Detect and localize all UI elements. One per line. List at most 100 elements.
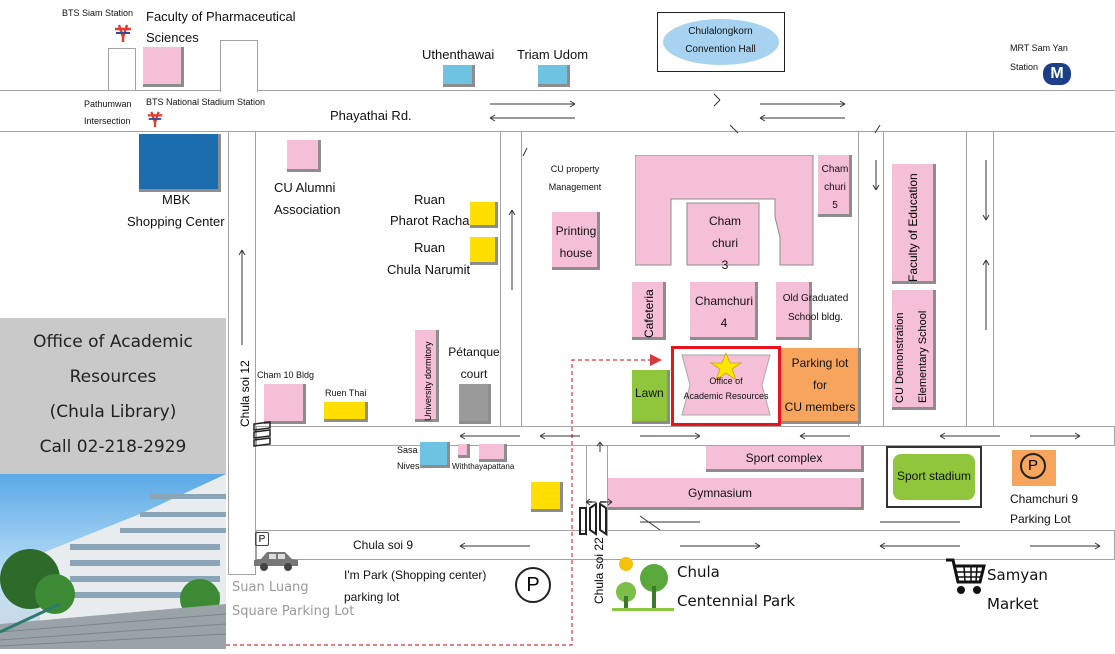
lawn-label: Lawn bbox=[635, 386, 664, 400]
centennial-label-2: Centennial Park bbox=[677, 592, 796, 610]
bts-national-stadium-icon bbox=[146, 110, 164, 128]
cafeteria-label: Cafeteria bbox=[642, 289, 656, 338]
chamchuri3-label-1: Cham bbox=[708, 214, 741, 228]
ruen-thai-building bbox=[324, 402, 368, 422]
im-park-label-1: I'm Park (Shopping center) bbox=[344, 568, 487, 582]
alumni-building bbox=[287, 140, 321, 172]
chamchuri3-label-2: churi bbox=[711, 236, 738, 250]
printing-house-building bbox=[552, 212, 600, 270]
chamchuri-4-building bbox=[690, 282, 758, 340]
chamchuri4-label-2: 4 bbox=[720, 316, 728, 330]
mbk-label-1: MBK bbox=[162, 192, 191, 207]
pharm-label-2: Sciences bbox=[146, 30, 199, 45]
road-segment bbox=[256, 426, 1115, 446]
chula-soi-9-label: Chula soi 9 bbox=[353, 538, 414, 552]
withthayapattana-label: Withthayapattana bbox=[452, 462, 515, 471]
parking-cu-label-2: for bbox=[812, 378, 827, 392]
info-line-1: Office of Academic bbox=[33, 332, 193, 352]
sasa-nives-building bbox=[420, 442, 450, 468]
ruan-narumit-building bbox=[470, 237, 498, 265]
office-label-1: Office of bbox=[709, 376, 743, 386]
chula-soi-12-label: Chula soi 12 bbox=[238, 360, 252, 427]
parking-cu-label-3: CU members bbox=[784, 400, 856, 414]
uthenthawai-building bbox=[443, 65, 475, 87]
property-label-2: Management bbox=[548, 182, 602, 192]
centennial-label-1: Chula bbox=[677, 563, 720, 581]
printing-label-1: Printing bbox=[555, 224, 597, 238]
chamchuri9-parking-icon: P bbox=[1012, 450, 1056, 486]
mbk-label-2: Shopping Center bbox=[127, 214, 225, 229]
chamchuri-3-building bbox=[634, 154, 815, 267]
convention-label-2: Convention Hall bbox=[685, 44, 756, 55]
uthenthawai-label: Uthenthawai bbox=[422, 47, 495, 62]
gymnasium-building bbox=[608, 478, 864, 510]
old-graduated-building bbox=[776, 282, 812, 340]
gymnasium-label: Gymnasium bbox=[687, 486, 752, 500]
cafeteria-building bbox=[632, 282, 666, 340]
triam-udom-building bbox=[538, 65, 570, 87]
withthayapattana-small bbox=[458, 444, 470, 458]
parking-sign-icon: P bbox=[255, 532, 269, 546]
parking-symbol: P bbox=[1020, 453, 1046, 479]
info-box: Office of Academic Resources (Chula Libr… bbox=[0, 318, 226, 474]
cham10-label: Cham 10 Bldg bbox=[257, 370, 315, 380]
yellow-building-lower bbox=[531, 482, 563, 512]
chamchuri5-label-3: 5 bbox=[832, 200, 838, 211]
petanque-court bbox=[459, 384, 491, 424]
office-academic-resources-highlight[interactable]: Office of Academic Resources bbox=[671, 346, 781, 426]
mrt-icon: M bbox=[1043, 63, 1071, 85]
pathumwan-label-1: Pathumwan bbox=[84, 99, 132, 109]
cham10-building bbox=[264, 384, 306, 424]
withthayapattana-building bbox=[479, 444, 507, 462]
im-park-label-2: parking lot bbox=[344, 590, 400, 604]
printing-label-2: house bbox=[559, 246, 593, 260]
mrt-sam-yan-label-1: MRT Sam Yan bbox=[1010, 43, 1068, 53]
road-segment bbox=[966, 132, 994, 432]
info-line-2: Resources bbox=[69, 367, 157, 387]
im-park-parking-icon: P bbox=[515, 567, 551, 603]
shopping-cart-icon bbox=[944, 556, 986, 598]
ruan-narumit-label-1: Ruan bbox=[414, 240, 446, 255]
old-grad-label-2: School bldg. bbox=[787, 312, 844, 323]
faculty-education-building bbox=[892, 164, 936, 284]
chamchuri9-label-2: Parking Lot bbox=[1010, 512, 1071, 526]
gate-icon-left bbox=[252, 420, 276, 450]
faculty-education-label: Faculty of Education bbox=[906, 173, 920, 282]
bts-siam-label: BTS Siam Station bbox=[62, 8, 134, 18]
phayathai-road-label: Phayathai Rd. bbox=[330, 108, 412, 123]
pharm-building bbox=[143, 47, 184, 87]
sport-complex-label: Sport complex bbox=[745, 451, 823, 465]
property-label-1: CU property bbox=[550, 164, 600, 174]
convention-hall: Chulalongkorn Convention Hall bbox=[657, 12, 785, 72]
sasa-label-2: Nives bbox=[397, 461, 420, 471]
ruen-thai-label: Ruen Thai bbox=[325, 388, 367, 398]
chamchuri5-label-1: Cham bbox=[821, 164, 849, 175]
car-icon bbox=[251, 548, 301, 574]
info-line-3: (Chula Library) bbox=[49, 402, 177, 422]
chamchuri4-label-1: Chamchuri bbox=[694, 294, 754, 308]
chula-soi-22-label: Chula soi 22 bbox=[592, 537, 606, 604]
sport-stadium-label: Sport stadium bbox=[896, 469, 972, 483]
mbk-building bbox=[139, 134, 221, 192]
chamchuri9-label-1: Chamchuri 9 bbox=[1010, 492, 1079, 506]
chamchuri5-label-2: churi bbox=[824, 182, 846, 193]
bts-national-stadium-label: BTS National Stadium Station bbox=[146, 97, 266, 107]
pharm-label-1: Faculty of Pharmaceutical bbox=[146, 9, 296, 24]
sport-stadium: Sport stadium bbox=[886, 446, 982, 508]
road-segment bbox=[858, 132, 884, 442]
alumni-label-1: CU Alumni bbox=[274, 180, 336, 195]
suan-luang-label-1: Suan Luang bbox=[232, 580, 309, 595]
alumni-label-2: Association bbox=[274, 202, 341, 217]
road-segment bbox=[220, 40, 258, 92]
road-phayathai bbox=[0, 90, 1115, 132]
ruan-pharot-label-1: Ruan bbox=[414, 192, 446, 207]
old-grad-label-1: Old Graduated bbox=[782, 293, 849, 304]
demo-school-building bbox=[892, 290, 936, 410]
samyan-label-1: Samyan bbox=[987, 566, 1048, 584]
chamchuri3-label-3: 3 bbox=[721, 258, 729, 272]
convention-label-1: Chulalongkorn bbox=[688, 26, 753, 37]
ruan-pharot-building bbox=[470, 202, 498, 228]
mrt-sam-yan-label-2: Station bbox=[1010, 62, 1039, 72]
info-line-4: Call 02-218-2929 bbox=[39, 437, 187, 457]
pathumwan-label-2: Intersection bbox=[84, 116, 131, 126]
